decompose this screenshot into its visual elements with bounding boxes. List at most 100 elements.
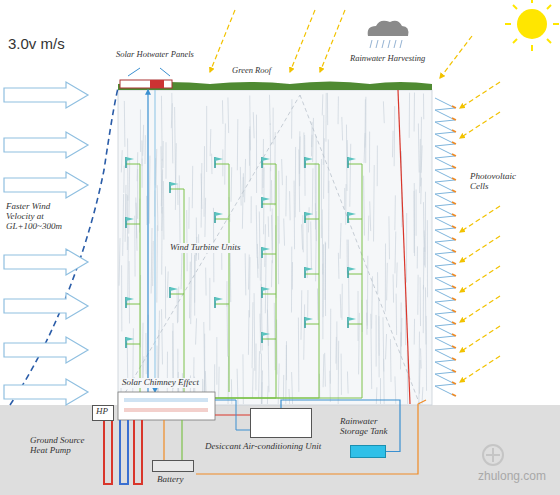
turbine-blade xyxy=(348,317,356,321)
facade-stroke xyxy=(285,341,287,404)
turbine-cable xyxy=(215,164,276,398)
facade-stroke xyxy=(417,246,418,268)
part-label: Rainwater Harvesting xyxy=(350,54,425,63)
facade-stroke xyxy=(295,147,296,217)
turbine-blade xyxy=(305,157,313,161)
facade-stroke xyxy=(269,95,271,125)
facade-stroke xyxy=(119,238,121,286)
solar-ray xyxy=(460,206,500,232)
turbine-blade xyxy=(348,212,356,216)
facade-stroke xyxy=(418,332,420,404)
rainwater-tank: Rainwater Storage Tank xyxy=(350,445,386,458)
part-label: Wind Turbine Units xyxy=(168,243,243,253)
facade-stroke xyxy=(166,142,167,179)
pv-cell xyxy=(452,394,456,396)
supply-pipe xyxy=(236,430,250,431)
facade-stroke xyxy=(189,262,191,319)
facade-stroke xyxy=(286,345,287,380)
facade-stroke xyxy=(142,323,144,383)
facade-stroke xyxy=(394,195,396,230)
facade-stroke xyxy=(417,275,418,315)
pv-cell xyxy=(452,154,456,156)
facade-stroke xyxy=(349,144,351,207)
facade-stroke xyxy=(406,213,407,282)
facade-stroke xyxy=(267,386,269,404)
facade-stroke xyxy=(409,93,410,138)
turbine-blade xyxy=(348,157,356,161)
turbine-cable xyxy=(262,164,276,165)
solar-hotwater-panel xyxy=(120,80,172,88)
solar-ray xyxy=(460,82,500,108)
wind-arrow xyxy=(4,337,88,363)
facade-stroke xyxy=(204,198,206,237)
mechanical-room xyxy=(118,392,215,420)
battery: Battery xyxy=(152,460,194,472)
ground-loop xyxy=(104,420,142,484)
facade-stroke xyxy=(263,167,264,234)
facade-stroke xyxy=(192,166,193,208)
facade-stroke xyxy=(249,129,250,166)
facade-stroke xyxy=(144,135,145,164)
facade-stroke xyxy=(216,337,217,385)
facade-stroke xyxy=(423,285,424,333)
turbine-blade xyxy=(170,287,178,291)
turbine-cable xyxy=(215,164,362,398)
turbine-cable xyxy=(170,294,184,295)
facade-stroke xyxy=(325,242,326,316)
supply-pipe xyxy=(215,400,236,401)
pv-cell xyxy=(452,262,456,264)
facade-stroke xyxy=(315,163,316,229)
facade-stroke xyxy=(181,250,183,289)
facade-stroke xyxy=(338,96,339,124)
desiccant-unit-outline xyxy=(250,408,312,438)
facade-stroke xyxy=(423,247,425,289)
facade-stroke xyxy=(303,132,304,168)
facade-stroke xyxy=(323,138,325,199)
facade-stroke xyxy=(341,354,342,395)
photovoltaic-cells xyxy=(435,98,456,396)
facade-stroke xyxy=(377,272,378,294)
facade-stroke xyxy=(294,181,296,250)
facade-stroke xyxy=(167,352,168,398)
part-label: Ground Source Heat Pump xyxy=(30,436,96,456)
wind-arrow xyxy=(4,172,88,198)
facade-stroke xyxy=(123,166,124,193)
turbine-cable xyxy=(215,304,229,305)
facade-stroke xyxy=(261,370,263,404)
facade-stroke xyxy=(340,223,342,259)
turbine-cable xyxy=(215,164,229,165)
facade-stroke xyxy=(288,389,290,404)
facade-stroke xyxy=(423,94,424,120)
facade-stroke xyxy=(416,189,417,235)
pv-cell xyxy=(452,286,456,288)
facade-stroke xyxy=(388,216,390,259)
facade-stroke xyxy=(254,293,256,371)
facade-stroke xyxy=(265,253,267,314)
facade-stroke xyxy=(301,224,303,249)
facade-stroke xyxy=(272,209,273,251)
facade-stroke xyxy=(165,266,166,318)
battery-lead xyxy=(181,420,182,460)
facade-stroke xyxy=(419,360,421,394)
turbine-blade xyxy=(126,337,134,341)
facade-stroke xyxy=(300,290,302,339)
facade-stroke xyxy=(231,167,233,202)
turbine-cable xyxy=(348,324,362,325)
facade-stroke xyxy=(425,192,426,268)
facade-stroke xyxy=(302,215,304,252)
facade-stroke xyxy=(385,244,386,312)
facade-stroke xyxy=(134,216,135,277)
facade-stroke xyxy=(218,367,219,399)
facade-stroke xyxy=(179,175,181,251)
facade-stroke xyxy=(307,290,308,317)
facade-stroke xyxy=(267,289,269,340)
turbine-blade xyxy=(348,267,356,271)
facade-stroke xyxy=(341,284,342,320)
pv-cell xyxy=(452,310,456,312)
facade-stroke xyxy=(363,176,365,236)
turbine-cable xyxy=(262,294,276,295)
facade-stroke xyxy=(210,129,212,156)
facade-stroke xyxy=(145,333,146,374)
facade-stroke xyxy=(157,185,159,231)
wind-speed: 3.0v m/s xyxy=(8,36,65,53)
